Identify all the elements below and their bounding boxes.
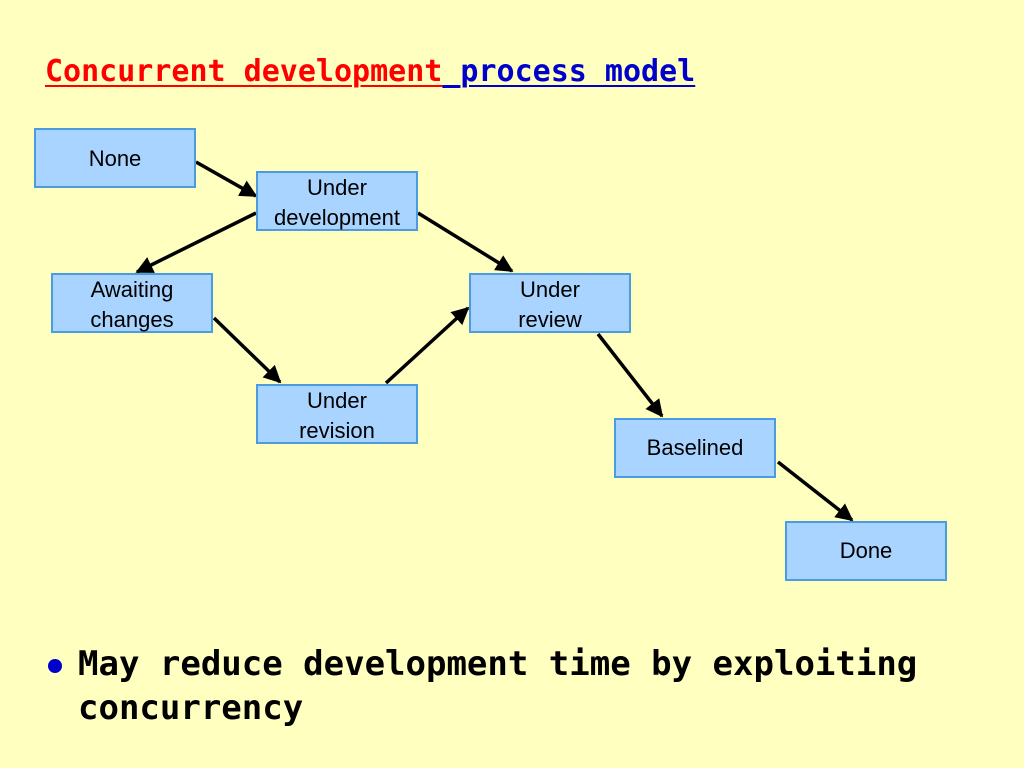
arrow-baselined-to-done bbox=[776, 460, 854, 522]
node-under-revision-line1: Under bbox=[307, 388, 367, 413]
node-none: None bbox=[34, 128, 196, 188]
bullet-dot-icon bbox=[48, 659, 62, 673]
title-part-blue: process model bbox=[460, 54, 696, 89]
node-under-development-line1: Under bbox=[307, 175, 367, 200]
bullet-point: May reduce development time by exploitin… bbox=[48, 642, 948, 730]
bullet-text: May reduce development time by exploitin… bbox=[78, 644, 918, 728]
node-under-development: Under development bbox=[256, 171, 418, 231]
node-under-review-line1: Under bbox=[520, 277, 580, 302]
node-under-review: Under review bbox=[469, 273, 631, 333]
node-under-revision: Under revision bbox=[256, 384, 418, 444]
node-under-review-line2: review bbox=[518, 307, 582, 332]
arrow-awaiting-changes-to-under-revision bbox=[212, 316, 282, 384]
node-done-label: Done bbox=[839, 538, 893, 563]
node-done: Done bbox=[785, 521, 947, 581]
arrow-under-development-to-under-review bbox=[417, 211, 514, 273]
node-awaiting-changes: Awaiting changes bbox=[51, 273, 213, 333]
arrow-none-to-under-development bbox=[195, 160, 258, 198]
page-title: Concurrent development process model bbox=[45, 50, 695, 94]
node-under-revision-line2: revision bbox=[299, 418, 375, 443]
arrow-under-review-to-baselined bbox=[596, 332, 664, 418]
arrow-under-revision-to-under-review bbox=[384, 306, 470, 385]
node-none-label: None bbox=[88, 146, 142, 171]
arrow-under-development-to-awaiting-changes bbox=[135, 211, 257, 274]
node-baselined-label: Baselined bbox=[646, 435, 744, 460]
node-awaiting-changes-line1: Awaiting bbox=[90, 277, 174, 302]
node-under-development-line2: development bbox=[274, 205, 400, 230]
node-baselined: Baselined bbox=[614, 418, 776, 478]
title-part-red: Concurrent development bbox=[45, 54, 443, 89]
node-awaiting-changes-line2: changes bbox=[90, 307, 174, 332]
